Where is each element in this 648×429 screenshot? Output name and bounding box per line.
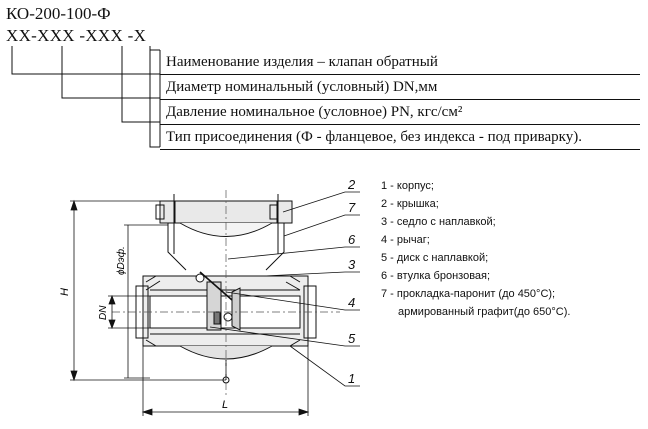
code-row-connection-type: Тип присоединения (Ф - фланцевое, без ин… [160,125,640,150]
code-leader-lines [11,46,161,148]
callout-numbers: 2 7 6 3 4 5 1 [347,177,356,386]
callout-2: 2 [347,177,356,192]
dim-l-label: L [222,399,228,411]
legend-item-bushing: 6 - втулка бронзовая; [381,270,491,282]
dim-dnar-label: ϕDэф. [115,246,127,275]
dimension-lines [70,199,310,416]
code-description-table: Наименование изделия – клапан обратный Д… [160,50,640,150]
model-code: КО-200-100-Ф [6,4,111,23]
parts-legend: 1 - корпус; 2 - крышка; 3 - седло с напл… [381,177,570,321]
callout-4: 4 [348,295,355,310]
callout-1: 1 [348,371,355,386]
callout-leaders [209,191,360,387]
legend-item-gasket: 7 - прокладка-паронит (до 450°С); [381,288,556,300]
code-row-nominal-pressure: Давление номинальное (условное) PN, кгс/… [160,100,640,125]
code-row-nominal-diameter: Диаметр номинальный (условный) DN,мм [160,75,640,100]
callout-7: 7 [348,200,356,215]
code-row-product-name: Наименование изделия – клапан обратный [160,50,640,75]
dim-dn-label: DN [98,305,109,320]
code-mask: ХХ-ХХХ -ХХХ -Х [6,26,147,45]
legend-item-lever: 4 - рычаг; [381,234,430,246]
centre-lines [112,190,340,395]
legend-item-body: 1 - корпус; [381,180,434,192]
callout-5: 5 [348,331,356,346]
legend-item-cover: 2 - крышка; [381,198,439,210]
callout-6: 6 [348,232,356,247]
callout-3: 3 [348,257,356,272]
dim-h-label: H [59,288,71,296]
legend-item-disc: 5 - диск с наплавкой; [381,252,489,264]
legend-item-gasket-continued: армированный графит(до 650°С). [398,306,571,318]
legend-item-seat: 3 - седло с наплавкой; [381,216,496,228]
